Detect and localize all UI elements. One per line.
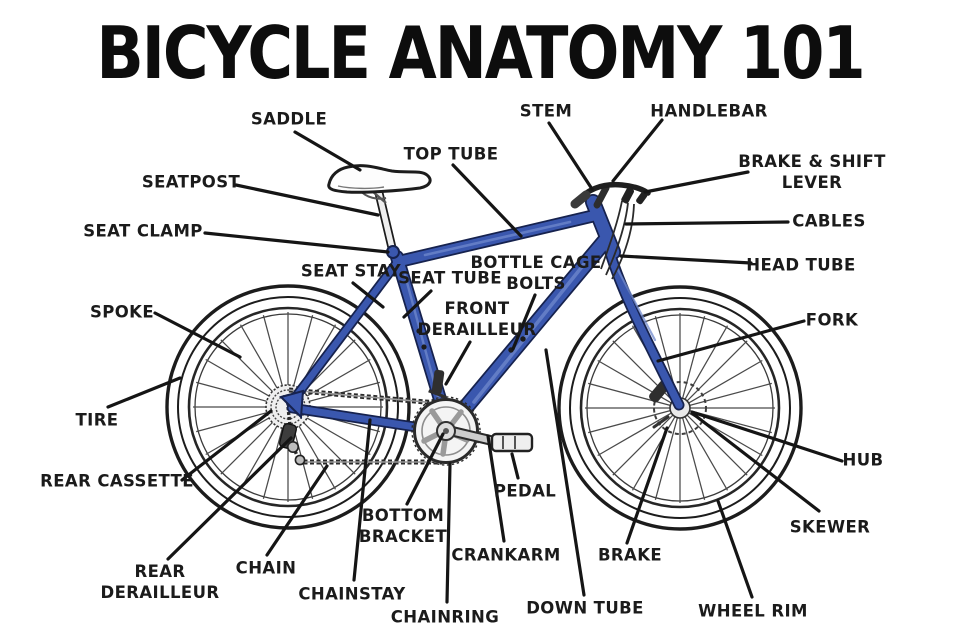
callout-top-tube	[451, 163, 523, 238]
callout-seat-stay	[351, 281, 385, 309]
label-rear-cassette: REAR CASSETTE	[40, 471, 194, 491]
label-bottle-cage-bolts: BOTTLE CAGE BOLTS	[470, 252, 602, 293]
grip	[570, 190, 591, 209]
callout-rear-derailleur	[166, 436, 293, 561]
callout-lines	[106, 118, 844, 604]
rear-dropout	[279, 389, 305, 420]
label-hub: HUB	[842, 450, 884, 470]
label-chainring: CHAINRING	[390, 607, 500, 627]
label-top-tube: TOP TUBE	[403, 144, 499, 164]
front-derailleur-part	[428, 369, 447, 399]
callout-pedal	[510, 452, 520, 480]
callout-skewer	[690, 411, 821, 513]
label-bottom-bracket: BOTTOM BRACKET	[358, 505, 448, 546]
page-title: BICYCLE ANATOMY 101	[96, 12, 865, 96]
front-brake-rotor	[653, 381, 707, 435]
callout-spoke	[153, 311, 242, 359]
rear-derailleur-part	[278, 422, 306, 466]
label-stem: STEM	[519, 101, 573, 121]
label-chain: CHAIN	[235, 558, 297, 578]
cables-part	[600, 200, 635, 280]
shift-lever-part	[636, 191, 648, 205]
label-seat-tube: SEAT TUBE	[398, 268, 502, 288]
callout-chainstay	[352, 418, 372, 582]
callout-front-derailleur	[444, 340, 472, 386]
callout-brake	[625, 426, 669, 545]
label-head-tube: HEAD TUBE	[746, 255, 856, 275]
saddle-part	[327, 164, 432, 204]
callout-saddle	[293, 130, 362, 172]
callout-head-tube	[619, 254, 753, 265]
bolt-dots	[416, 328, 526, 353]
callout-fork	[656, 319, 806, 363]
callout-seat-tube	[402, 289, 433, 319]
seat-stay-tube	[287, 260, 400, 407]
label-seat-clamp: SEAT CLAMP	[83, 221, 203, 241]
stem-part	[593, 184, 610, 209]
callout-hub	[690, 410, 844, 463]
callout-handlebar	[611, 118, 664, 183]
callout-chain	[265, 464, 329, 557]
label-seatpost: SEATPOST	[141, 172, 241, 192]
label-fork: FORK	[805, 310, 859, 330]
label-pedal: PEDAL	[493, 481, 557, 501]
label-cables: CABLES	[792, 211, 866, 231]
callout-crankarm	[486, 434, 506, 543]
label-handlebar: HANDLEBAR	[650, 101, 768, 121]
label-tire: TIRE	[75, 410, 119, 430]
label-down-tube: DOWN TUBE	[526, 598, 644, 618]
label-wheel-rim: WHEEL RIM	[698, 601, 808, 621]
callout-seatpost	[234, 183, 380, 217]
label-spoke: SPOKE	[89, 302, 155, 322]
label-brake: BRAKE	[597, 545, 663, 565]
pedal-part	[490, 432, 534, 453]
label-seat-stay: SEAT STAY	[300, 261, 402, 281]
callout-brake-shift-lever	[643, 170, 750, 194]
fork-blade	[605, 245, 683, 409]
label-front-derailleur: FRONT DERAILLEUR	[417, 298, 537, 339]
front-skewer-lever	[652, 415, 670, 429]
seatpost-part	[374, 188, 400, 259]
label-skewer: SKEWER	[789, 517, 871, 537]
callout-cables	[624, 220, 790, 226]
callout-stem	[547, 121, 594, 191]
brake-lever-part	[621, 187, 635, 204]
label-rear-derailleur: REAR DERAILLEUR	[100, 561, 220, 602]
callout-seat-clamp	[203, 231, 390, 254]
callout-chainring	[445, 462, 452, 604]
callout-down-tube	[544, 348, 586, 597]
callout-rear-cassette	[180, 409, 273, 482]
cockpit	[570, 181, 651, 280]
callout-bottom-bracket	[405, 432, 445, 506]
label-saddle: SADDLE	[250, 109, 328, 129]
label-chainstay: CHAINSTAY	[298, 584, 406, 604]
callout-wheel-rim	[716, 499, 754, 599]
crankset	[411, 396, 534, 466]
label-brake-shift-lever: BRAKE & SHIFT LEVER	[738, 151, 886, 192]
callout-tire	[106, 376, 182, 409]
label-crankarm: CRANKARM	[451, 545, 561, 565]
callout-bottle-cage-bolts	[511, 293, 537, 351]
